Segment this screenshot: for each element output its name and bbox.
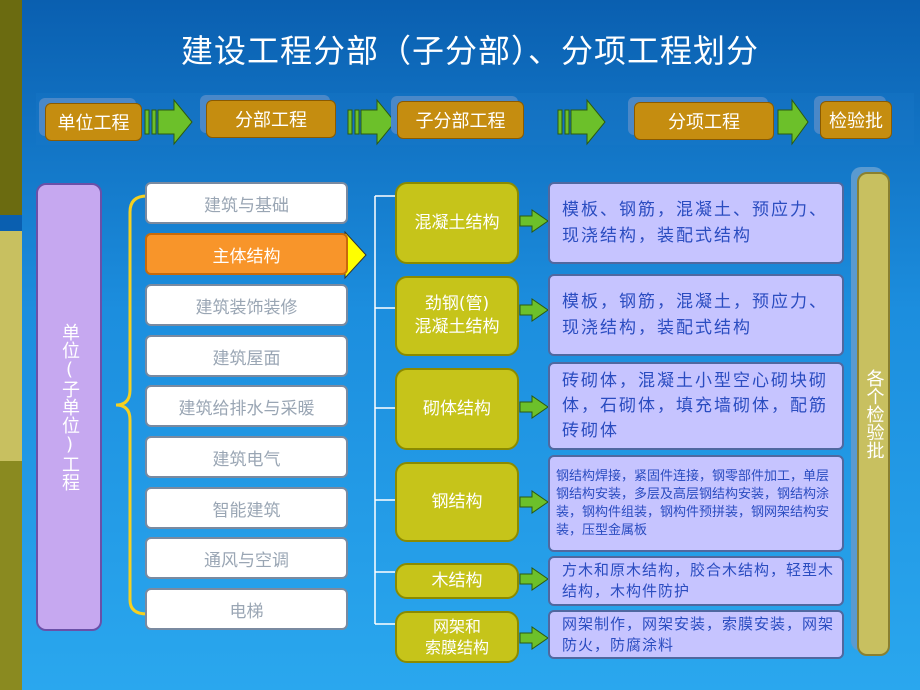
inspection-batch-box: 各个检验批: [857, 172, 890, 656]
item-description: 模板，钢筋，混凝土，预应力、现浇结构，装配式结构: [548, 274, 844, 356]
subdivision-item: 劲钢(管) 混凝土结构: [395, 276, 519, 356]
flow-step-inspection: 检验批: [820, 101, 892, 139]
division-item: 通风与空调: [145, 537, 348, 579]
subdivision-item: 钢结构: [395, 462, 519, 542]
item-description: 网架制作，网架安装，索膜安装，网架防火，防腐涂料: [548, 610, 844, 659]
subdivision-item: 混凝土结构: [395, 182, 519, 264]
sub-to-desc-arrows: [519, 209, 549, 650]
flow-step-item: 分项工程: [634, 102, 774, 140]
division-item: 建筑屋面: [145, 335, 348, 377]
division-item-active: 主体结构: [145, 233, 348, 275]
division-item: 建筑电气: [145, 436, 348, 478]
flow-arrow-3: [557, 98, 606, 146]
item-description: 方木和原木结构，胶合木结构，轻型木结构，木构件防护: [548, 556, 844, 606]
item-description: 砖砌体，混凝土小型空心砌块砌体，石砌体，填充墙砌体，配筋砖砌体: [548, 362, 844, 450]
division-brace: [115, 194, 148, 616]
subdivision-item: 木结构: [395, 563, 519, 599]
division-item: 建筑装饰装修: [145, 284, 348, 326]
unit-project-box: 单位(子单位)工程: [36, 183, 102, 631]
page-title: 建设工程分部（子分部）、分项工程划分: [180, 32, 759, 70]
subdivision-item: 网架和 索膜结构: [395, 611, 519, 663]
division-item: 电梯: [145, 588, 348, 630]
sub-bracket: [374, 195, 395, 625]
flow-arrow-4: [777, 98, 809, 146]
item-description: 模板、钢筋，混凝土、预应力、现浇结构，装配式结构: [548, 182, 844, 264]
flow-arrow-1: [144, 98, 193, 146]
left-decoration-strip: [0, 0, 22, 690]
division-item: 建筑与基础: [145, 182, 348, 224]
division-item: 智能建筑: [145, 487, 348, 529]
flow-arrow-2: [347, 98, 396, 146]
flow-step-division: 分部工程: [206, 100, 336, 138]
division-item: 建筑给排水与采暖: [145, 385, 348, 427]
flow-step-unit: 单位工程: [45, 103, 142, 141]
flow-step-subdivision: 子分部工程: [397, 101, 524, 139]
subdivision-item: 砌体结构: [395, 368, 519, 450]
item-description: 钢结构焊接，紧固件连接，钢零部件加工，单层钢结构安装，多层及高层钢结构安装，钢结…: [548, 455, 844, 552]
